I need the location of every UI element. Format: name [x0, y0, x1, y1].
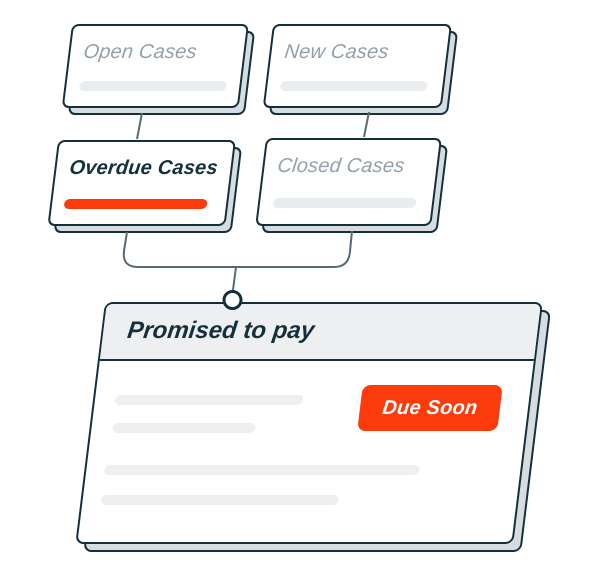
connector-open-to-overdue	[136, 112, 143, 140]
detail-card-title: Promised to pay	[125, 317, 316, 344]
card-overdue-cases[interactable]: Overdue Cases	[47, 140, 243, 233]
due-soon-badge: Due Soon	[357, 385, 503, 431]
connector-new-to-closed	[363, 111, 370, 138]
placeholder-bar	[114, 395, 304, 405]
placeholder-bar	[78, 81, 228, 91]
card-label-closed-cases: Closed Cases	[276, 155, 406, 177]
card-open-cases[interactable]: Open Cases	[61, 24, 256, 115]
overdue-indicator-bar	[63, 199, 208, 209]
card-label-overdue-cases: Overdue Cases	[68, 157, 220, 179]
card-label-new-cases: New Cases	[283, 41, 390, 63]
card-face	[61, 24, 249, 108]
card-face	[47, 140, 237, 226]
detail-card-header: Promised to pay	[99, 304, 541, 361]
card-new-cases[interactable]: New Cases	[262, 24, 459, 115]
placeholder-bar	[279, 81, 429, 91]
placeholder-bar	[272, 198, 417, 208]
placeholder-bar	[103, 465, 420, 475]
placeholder-bar	[100, 495, 340, 505]
placeholder-bar	[111, 423, 257, 433]
card-face	[255, 138, 442, 226]
connector-bracket	[122, 230, 353, 268]
card-closed-cases[interactable]: Closed Cases	[255, 138, 449, 233]
connector-drop-line	[232, 266, 237, 291]
card-face	[262, 24, 452, 108]
card-label-open-cases: Open Cases	[82, 41, 199, 63]
detail-card-promised-to-pay: Promised to pay Due Soon	[75, 302, 552, 552]
